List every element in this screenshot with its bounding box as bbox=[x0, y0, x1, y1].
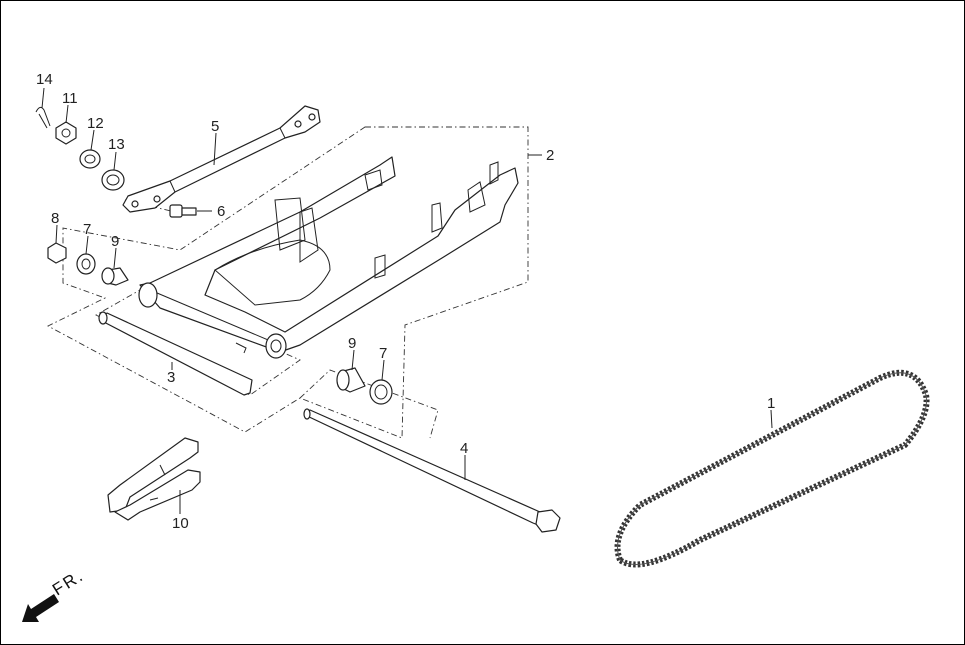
bearing-9-right bbox=[336, 367, 366, 393]
seal-7-left bbox=[76, 253, 96, 275]
callout-8: 8 bbox=[51, 210, 59, 227]
axle-path-boundary bbox=[299, 369, 439, 439]
axle bbox=[303, 408, 561, 533]
callout-12: 12 bbox=[87, 115, 104, 132]
callout-9-left: 9 bbox=[111, 233, 119, 250]
callout-4: 4 bbox=[460, 440, 468, 457]
seal-7-right bbox=[369, 379, 393, 405]
front-direction-label: FR. bbox=[49, 566, 87, 600]
swing-arm bbox=[138, 156, 519, 359]
front-direction-arrow-icon bbox=[22, 594, 59, 622]
washer-12 bbox=[79, 149, 101, 169]
assembly-boundary bbox=[47, 126, 529, 439]
callout-14: 14 bbox=[36, 71, 53, 88]
leader-lines bbox=[41, 87, 773, 514]
callout-1: 1 bbox=[767, 395, 775, 412]
pivot-tube bbox=[98, 311, 253, 396]
nut-11 bbox=[55, 121, 77, 145]
callout-7-left: 7 bbox=[83, 221, 91, 238]
chain-adjuster-leader bbox=[124, 199, 176, 213]
chain-slider bbox=[107, 437, 201, 521]
callout-11: 11 bbox=[62, 90, 78, 107]
callout-13: 13 bbox=[108, 136, 125, 153]
callout-5: 5 bbox=[211, 118, 219, 135]
bolt-6 bbox=[169, 204, 197, 218]
bearing-9-left bbox=[101, 267, 129, 286]
axle-group-boundary bbox=[95, 289, 301, 396]
tension-rod bbox=[122, 105, 321, 213]
callout-7-right: 7 bbox=[379, 345, 387, 362]
callout-2: 2 bbox=[546, 147, 554, 164]
callout-10: 10 bbox=[172, 515, 189, 532]
drive-chain bbox=[614, 369, 930, 568]
callout-3: 3 bbox=[167, 369, 175, 386]
washer-13 bbox=[101, 169, 125, 191]
callout-9-right: 9 bbox=[348, 335, 356, 352]
callout-6: 6 bbox=[217, 203, 225, 220]
nut-8 bbox=[47, 242, 67, 264]
cotter-pin bbox=[35, 106, 51, 129]
